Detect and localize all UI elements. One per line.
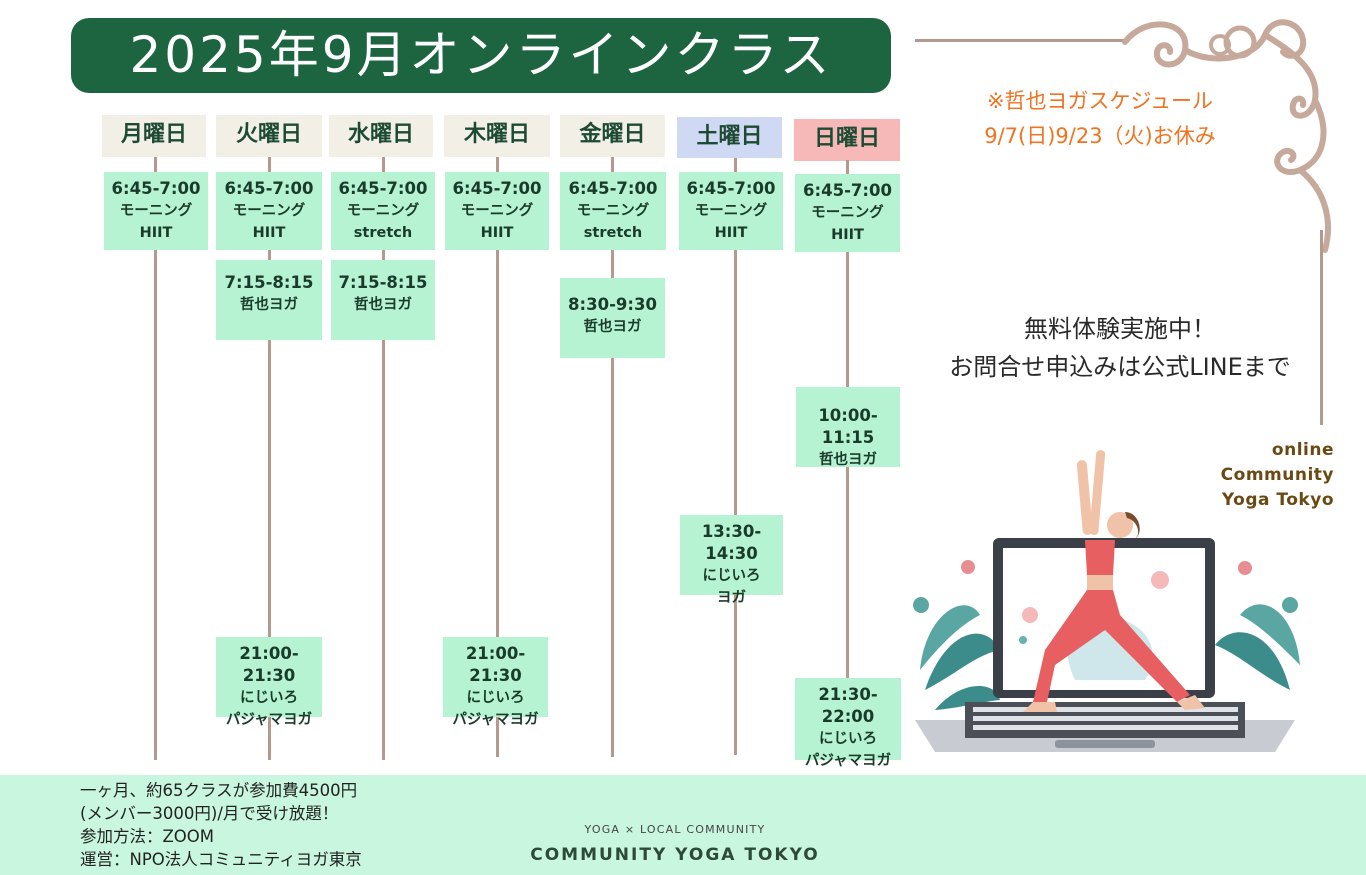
class-name: ヨガ: [717, 590, 746, 606]
footer-line: 一ヶ月、約65クラスが参加費4500円: [80, 781, 358, 800]
page-title: 2025年9月オンラインクラス: [71, 18, 891, 93]
class-time: 6:45-7:00: [452, 179, 542, 198]
class-name: モーニング: [460, 203, 534, 219]
footer-band: [0, 775, 1366, 875]
promo-text: 無料体験実施中！ お問合せ申込みは公式LINEまで: [895, 310, 1345, 386]
day-header-fri: 金曜日: [560, 115, 665, 157]
class-time: 21:00-21:30: [239, 644, 299, 685]
class-time: 6:45-7:00: [803, 181, 892, 200]
plant-right-icon: [1215, 604, 1300, 690]
footer-brand: COMMUNITY YOGA TOKYO: [530, 845, 820, 865]
class-name: HIIT: [831, 227, 864, 243]
class-time: 10:00-11:15: [818, 406, 878, 447]
timeline-fri: [611, 157, 614, 757]
class-name: HIIT: [480, 225, 514, 241]
class-name: モーニング: [119, 203, 193, 219]
class-name: パジャマヨガ: [225, 712, 313, 728]
promo-line: お問合せ申込みは公式LINEまで: [949, 353, 1291, 381]
class-name: 哲也ヨガ: [583, 319, 642, 335]
timeline-wed: [382, 157, 385, 760]
class-card: 7:15-8:15 哲也ヨガ: [216, 260, 322, 340]
class-name: にじいろ: [466, 690, 525, 706]
class-name: HIIT: [252, 225, 286, 241]
class-name: モーニング: [232, 203, 306, 219]
brand-line: online: [1271, 440, 1334, 460]
class-card: 6:45-7:00 モーニング HIIT: [104, 172, 208, 250]
class-card: 7:15-8:15 哲也ヨガ: [331, 260, 435, 340]
class-card: 6:45-7:00 モーニング HIIT: [445, 172, 549, 250]
timeline-thu: [496, 157, 499, 757]
class-time: 21:00-21:30: [465, 644, 526, 685]
class-card: 21:00-21:30 にじいろ パジャマヨガ: [216, 637, 322, 728]
class-time: 6:45-7:00: [224, 179, 314, 198]
class-name: モーニング: [346, 203, 420, 219]
timeline-mon: [154, 157, 157, 760]
class-card: 6:45-7:00 モーニング stretch: [331, 172, 435, 250]
class-card: 21:30-22:00 にじいろ パジャマヨガ: [795, 678, 901, 769]
class-name: にじいろ: [702, 568, 761, 584]
timeline-tue: [268, 157, 271, 760]
class-name: stretch: [583, 225, 643, 241]
schedule-notice: ※哲也ヨガスケジュール 9/7(日)9/23（火)お休み: [930, 84, 1270, 154]
right-vertical-rule: [1320, 230, 1323, 425]
footer-info: 一ヶ月、約65クラスが参加費4500円 (メンバー3000円)/月で受け放題！ …: [80, 779, 362, 871]
class-name: パジャマヨガ: [804, 753, 892, 769]
class-name: パジャマヨガ: [452, 712, 539, 728]
day-header-sat: 土曜日: [677, 117, 782, 158]
day-header-mon: 月曜日: [102, 115, 206, 157]
class-name: HIIT: [139, 225, 173, 241]
notice-line: ※哲也ヨガスケジュール: [986, 89, 1214, 113]
plant-left-icon: [920, 605, 1000, 710]
class-time: 7:15-8:15: [338, 273, 428, 292]
class-time: 21:30-22:00: [818, 685, 878, 726]
class-name: モーニング: [811, 205, 884, 221]
class-name: stretch: [353, 225, 413, 241]
class-name: モーニング: [694, 203, 768, 219]
class-name: モーニング: [576, 203, 650, 219]
class-card: 6:45-7:00 モーニング HIIT: [795, 174, 900, 252]
footer-tagline: YOGA × LOCAL COMMUNITY: [584, 823, 766, 836]
footer-line: (メンバー3000円)/月で受け放題！: [80, 804, 339, 823]
class-name: にじいろ: [819, 731, 877, 747]
class-name: HIIT: [714, 225, 748, 241]
footer-line: 運営：NPO法人コミュニティヨガ東京: [80, 850, 362, 869]
class-time: 6:45-7:00: [338, 179, 428, 198]
class-card: 13:30-14:30 にじいろ ヨガ: [680, 515, 783, 606]
class-time: 13:30-14:30: [701, 522, 762, 563]
timeline-sat: [734, 158, 737, 755]
class-time: 8:30-9:30: [568, 295, 657, 314]
title-rule: [915, 39, 1125, 42]
class-card: 6:45-7:00 モーニング HIIT: [679, 172, 783, 250]
class-card: 21:00-21:30 にじいろ パジャマヨガ: [443, 637, 548, 728]
footer-line: 参加方法：ZOOM: [80, 827, 215, 846]
class-card: 6:45-7:00 モーニング HIIT: [216, 172, 322, 250]
brand-line: Community: [1220, 465, 1334, 485]
class-time: 6:45-7:00: [686, 179, 776, 198]
class-time: 6:45-7:00: [568, 179, 658, 198]
class-time: 6:45-7:00: [111, 179, 201, 198]
day-header-tue: 火曜日: [216, 115, 322, 157]
class-card: 8:30-9:30 哲也ヨガ: [560, 278, 665, 358]
yoga-laptop-illustration: [913, 450, 1300, 752]
swirl-ornament-icon: [1122, 19, 1331, 253]
day-header-thu: 木曜日: [444, 115, 550, 157]
class-name: 哲也ヨガ: [819, 452, 877, 468]
class-card: 10:00-11:15 哲也ヨガ: [796, 387, 900, 468]
day-header-wed: 水曜日: [329, 115, 433, 157]
class-card: 6:45-7:00 モーニング stretch: [560, 172, 666, 250]
brand-text: online Community Yoga Tokyo: [1221, 438, 1334, 513]
class-time: 7:15-8:15: [224, 273, 314, 292]
day-header-sun: 日曜日: [794, 119, 900, 161]
notice-line: 9/7(日)9/23（火)お休み: [984, 124, 1216, 148]
class-name: 哲也ヨガ: [354, 297, 412, 313]
promo-line: 無料体験実施中！: [1024, 315, 1216, 343]
class-name: 哲也ヨガ: [240, 297, 298, 313]
class-name: にじいろ: [240, 690, 298, 706]
brand-line: Yoga Tokyo: [1221, 490, 1334, 510]
